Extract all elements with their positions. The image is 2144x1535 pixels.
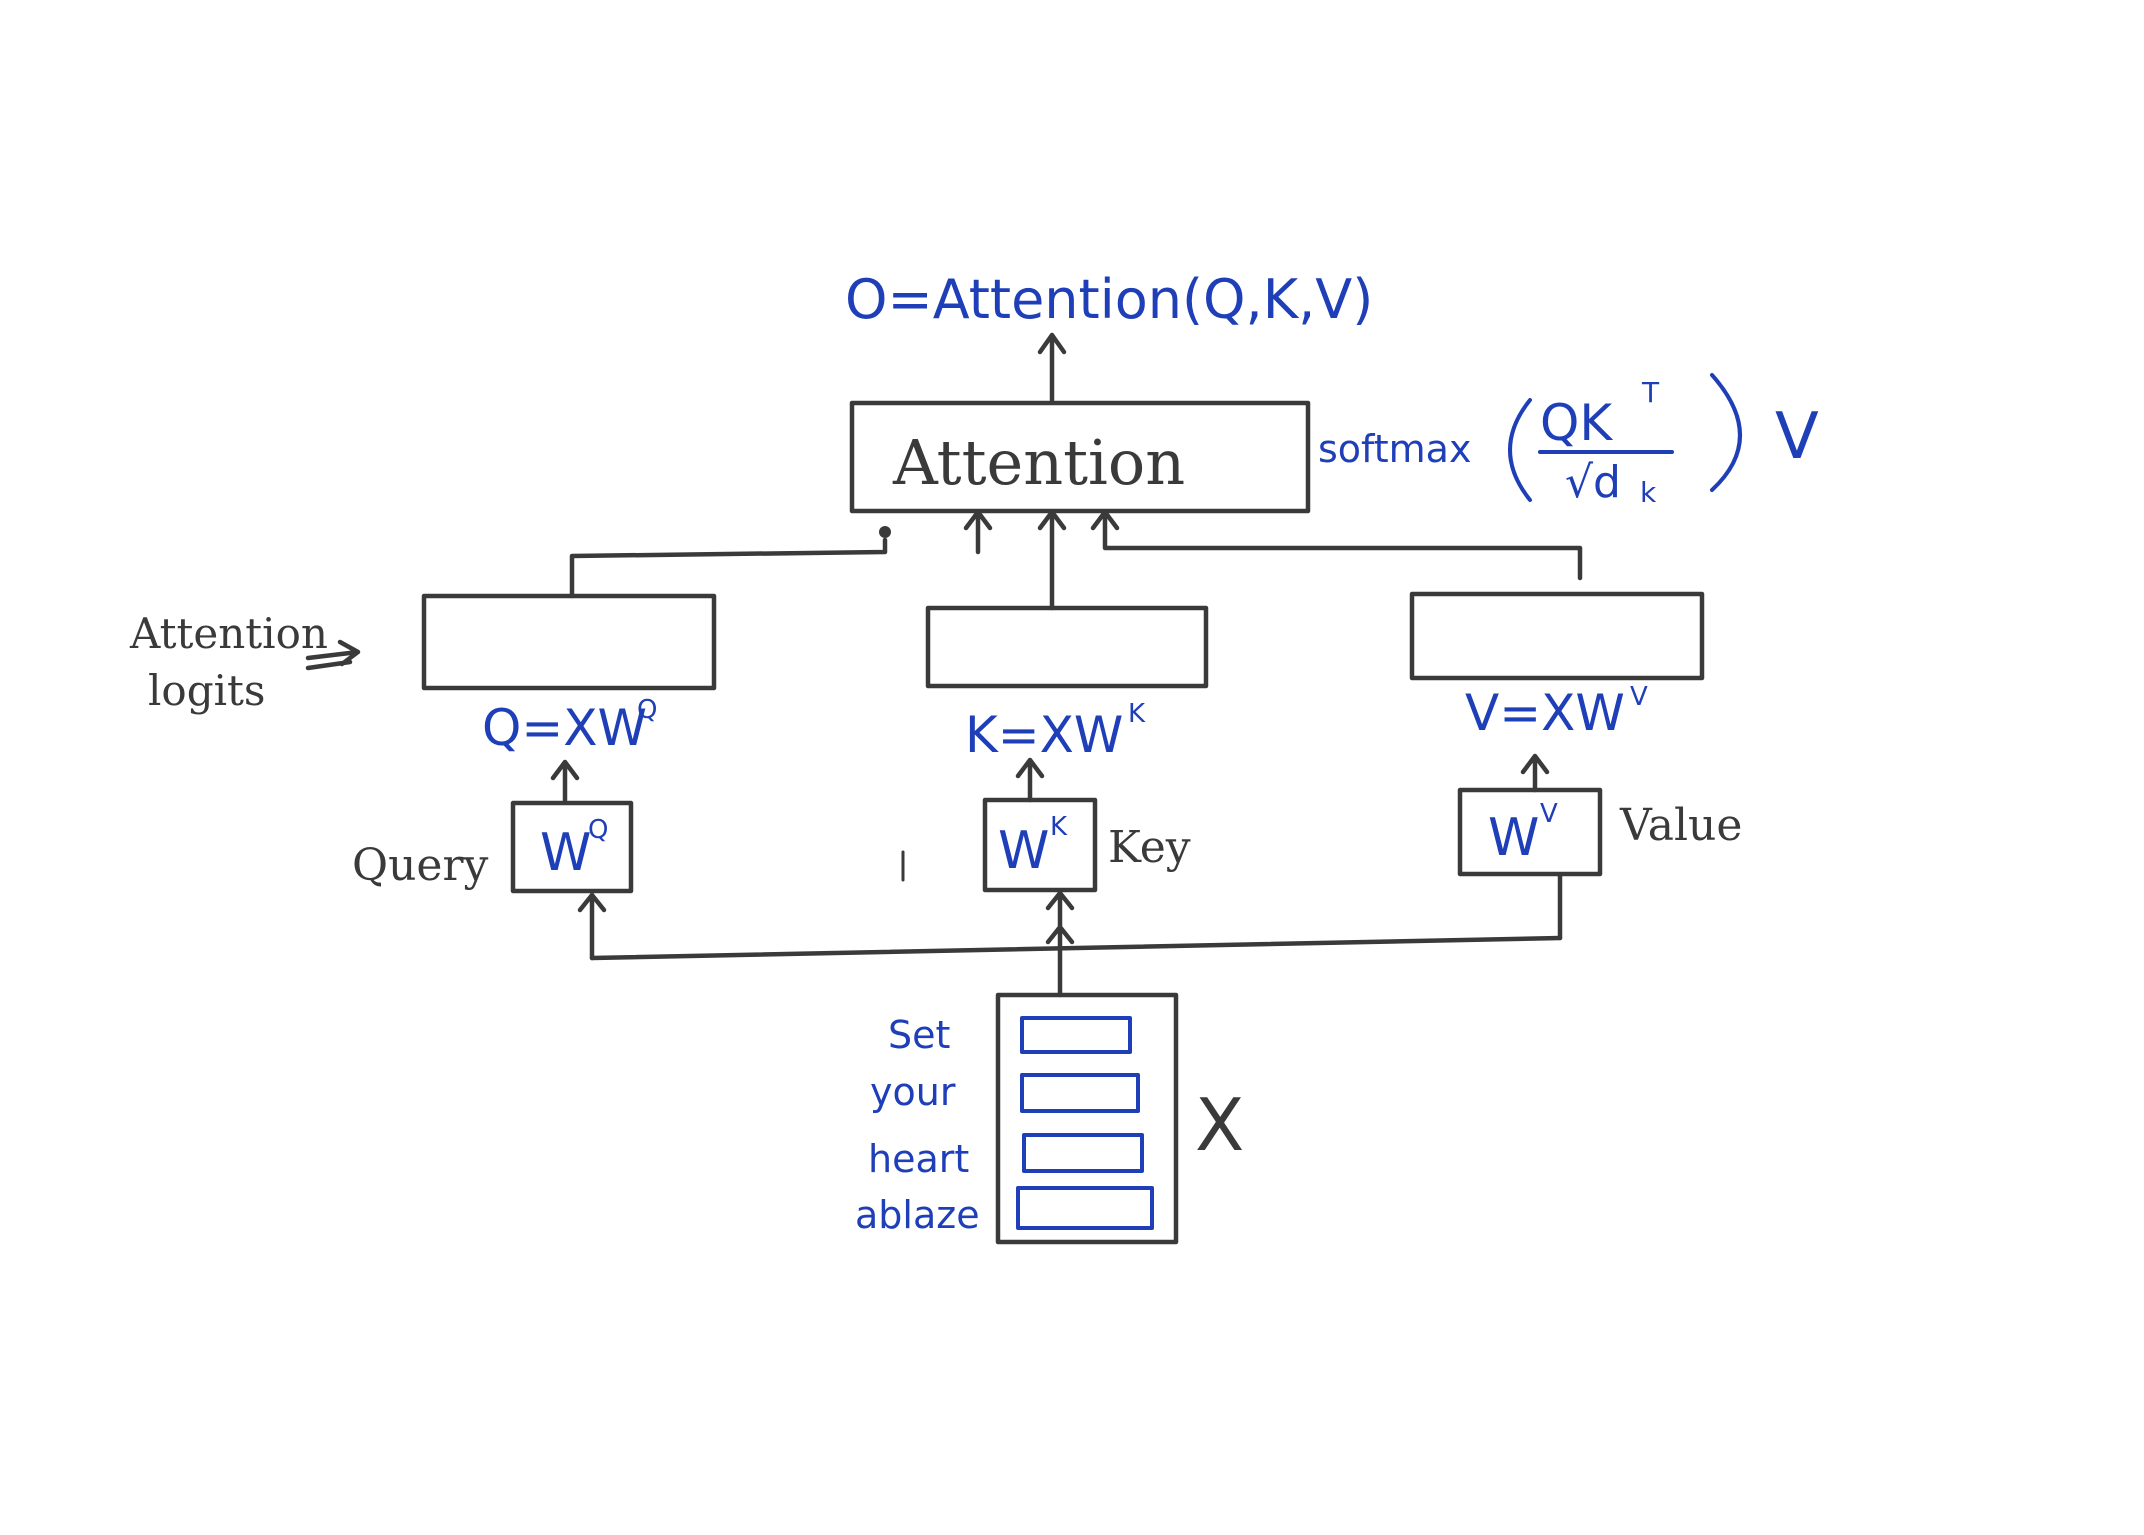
- key-label: Key: [1108, 822, 1191, 873]
- arrow-wv-up: [1520, 753, 1550, 793]
- arrow-wq-up: [550, 759, 580, 803]
- arrow-wk-up: [1015, 757, 1045, 803]
- formula-denominator-sub: k: [1640, 476, 1657, 509]
- wk-label: W: [998, 821, 1049, 881]
- formula-left-paren: [1508, 398, 1532, 502]
- wq-sup: Q: [588, 815, 608, 845]
- k-label: K=XW: [965, 706, 1123, 764]
- token-row-1: [1020, 1073, 1140, 1113]
- arrow-k-into-attention: [1037, 509, 1067, 611]
- formula-numerator-sup: T: [1641, 376, 1660, 409]
- attention-box: [849, 400, 1311, 514]
- formula-suffix: V: [1775, 400, 1819, 474]
- query-label: Query: [352, 840, 488, 891]
- wv-label: W: [1488, 808, 1539, 868]
- arrow-x-to-wq: [577, 892, 607, 961]
- token-label-3: ablaze: [855, 1193, 980, 1237]
- token-label-1: your: [870, 1070, 956, 1114]
- attention-box-label: Attention: [892, 426, 1185, 499]
- wq-box: [510, 800, 634, 894]
- formula-right-paren: [1710, 373, 1742, 492]
- input-matrix: [995, 992, 1179, 1245]
- v-label: V=XW: [1465, 684, 1625, 742]
- wv-sup: V: [1540, 799, 1558, 829]
- k-result-box: [925, 605, 1209, 689]
- formula-denominator: √d: [1565, 457, 1621, 508]
- token-row-0: [1020, 1016, 1132, 1054]
- token-label-2: heart: [868, 1137, 969, 1181]
- k-sup: K: [1128, 699, 1146, 729]
- input-bus: [589, 935, 1563, 961]
- wq-label: W: [540, 823, 591, 883]
- formula-numerator: QK: [1540, 394, 1613, 452]
- connector-q-to-attention: [569, 537, 888, 599]
- wk-box: [982, 797, 1098, 893]
- attention-logits-label-line1: Attention: [129, 609, 328, 658]
- q-label: Q=XW: [482, 699, 647, 757]
- attention-logits-label-line2: logits: [148, 666, 265, 715]
- wk-sup: K: [1050, 812, 1068, 842]
- v-sup: V: [1630, 682, 1648, 712]
- token-row-2: [1022, 1133, 1144, 1173]
- arrow-attention-to-output: [1037, 332, 1067, 403]
- value-label: Value: [1619, 800, 1742, 851]
- arrow-x-to-wk: [1045, 890, 1075, 998]
- arrow-q-into-attention: [963, 509, 993, 555]
- token-label-0: Set: [888, 1013, 950, 1057]
- connector-dot: [879, 526, 891, 538]
- attention-logits-arrow: [305, 639, 361, 671]
- x-label: X: [1195, 1083, 1244, 1167]
- wv-box: [1457, 787, 1603, 877]
- connector-v-to-attention: [1090, 509, 1583, 581]
- v-result-box: [1409, 591, 1705, 681]
- q-result-box: [421, 593, 717, 691]
- formula-prefix: softmax: [1318, 427, 1471, 471]
- output-label: O=Attention(Q,K,V): [845, 268, 1373, 331]
- q-sup: Q: [637, 695, 657, 725]
- token-row-3: [1016, 1186, 1154, 1230]
- attention-formula: softmax QK T √d k V: [1318, 373, 1819, 509]
